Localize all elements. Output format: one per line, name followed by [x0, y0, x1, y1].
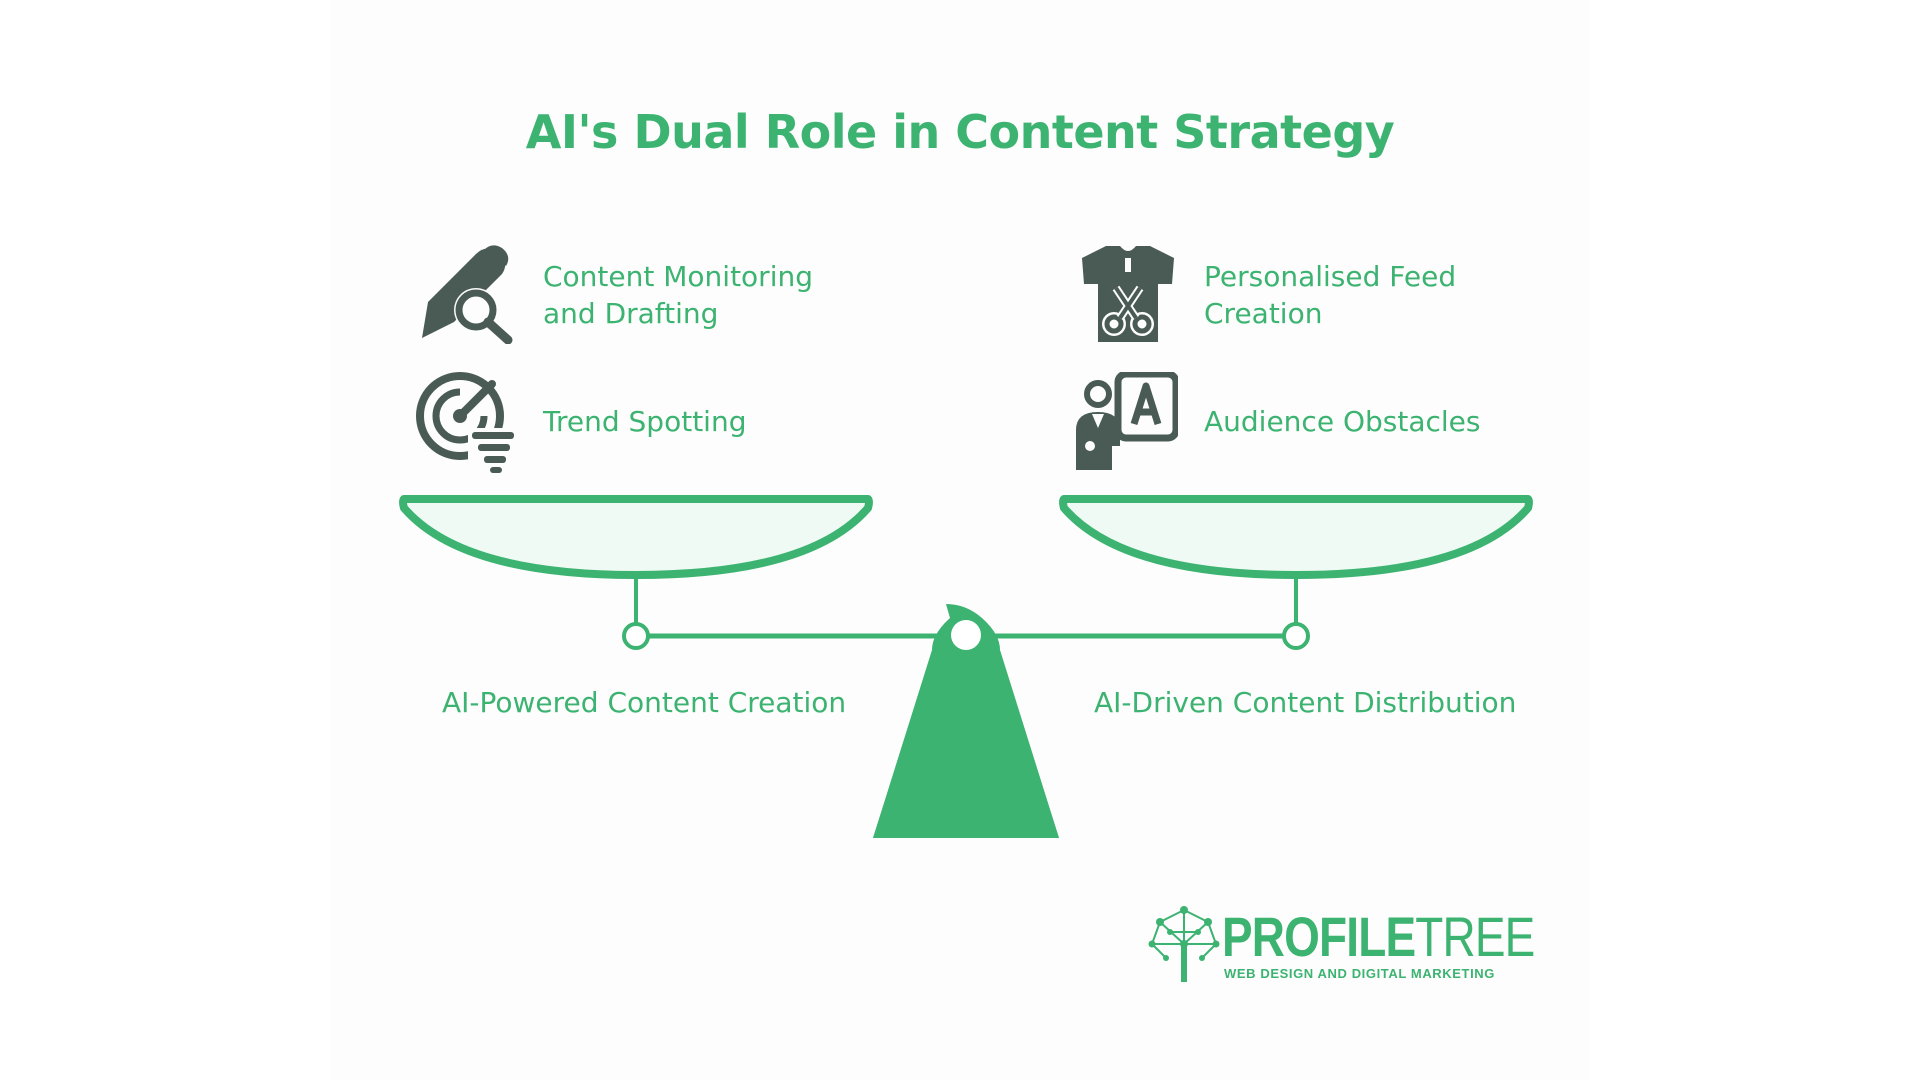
logo-word-tree: TREE [1415, 905, 1535, 968]
left-pan-label: AI-Powered Content Creation [442, 686, 847, 719]
page-title: AI's Dual Role in Content Strategy [525, 105, 1395, 159]
logo-tagline: WEB DESIGN AND DIGITAL MARKETING [1224, 966, 1496, 981]
left-item-2-label: Trend Spotting [543, 403, 746, 440]
right-pan-label: AI-Driven Content Distribution [1094, 686, 1517, 719]
left-item-1-label: Content Monitoring and Drafting [543, 258, 813, 332]
left-joint [622, 622, 650, 650]
right-item-1-line2: Creation [1204, 297, 1323, 330]
left-item-1-line2: and Drafting [543, 297, 719, 330]
left-pan [399, 495, 873, 579]
pencil-magnifier-icon [414, 240, 518, 345]
right-item-2-line1: Audience Obstacles [1204, 405, 1481, 438]
profiletree-logo: PROFILETREE WEB DESIGN AND DIGITAL MARKE… [1148, 900, 1535, 990]
shirt-scissors-icon [1078, 244, 1178, 344]
tree-network-icon [1148, 906, 1220, 982]
right-item-1-line1: Personalised Feed [1204, 260, 1457, 293]
fulcrum-pivot [951, 620, 981, 650]
left-item-1-line1: Content Monitoring [543, 260, 813, 293]
left-item-2-line1: Trend Spotting [543, 405, 747, 438]
radar-filter-icon [414, 370, 518, 474]
right-item-2-label: Audience Obstacles [1204, 403, 1480, 440]
logo-word-profile: PROFILE [1222, 905, 1416, 968]
person-letter-icon [1072, 370, 1180, 472]
logo-wordmark: PROFILETREE [1222, 904, 1535, 969]
right-joint [1282, 622, 1310, 650]
right-pan [1059, 495, 1533, 579]
right-item-1-label: Personalised Feed Creation [1204, 258, 1456, 332]
